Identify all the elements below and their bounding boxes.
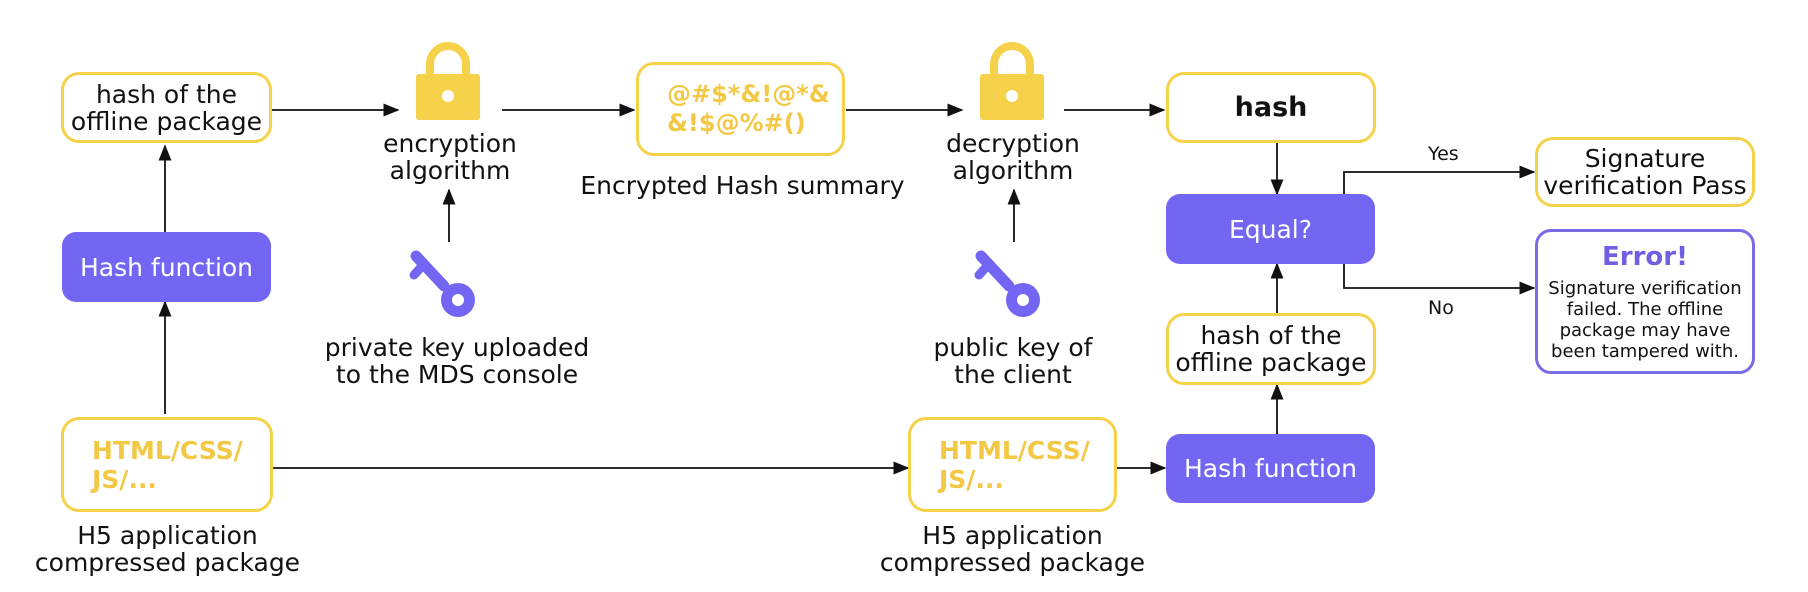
yes-label: Yes (1428, 143, 1459, 165)
encrypted-hash-summary-label: Encrypted Hash summary (580, 171, 905, 200)
decryption-algorithm-label: decryption algorithm (946, 129, 1080, 185)
private-key-label: private key uploaded to the MDS console (324, 333, 590, 389)
arrow-equal-yes (1343, 165, 1536, 194)
key-icon (974, 250, 1040, 317)
hash-offline-package-top-box: hash of the offline package (61, 72, 272, 143)
hash-function-left-box: Hash function (62, 232, 271, 302)
key-icon (409, 250, 475, 317)
public-key-label: public key of the client (933, 333, 1093, 389)
error-box: Error! Signature verification failed. Th… (1535, 229, 1755, 374)
hash-box: hash (1166, 72, 1376, 143)
h5-package-label-left: H5 application compressed package (34, 521, 301, 577)
no-label: No (1428, 297, 1454, 319)
error-title: Error! (1602, 241, 1688, 272)
hash-offline-package-right-box: hash of the offline package (1166, 313, 1376, 385)
html-css-js-left-box: HTML/CSS/ JS/... (61, 417, 273, 512)
encryption-algorithm-label: encryption algorithm (383, 129, 517, 185)
error-message: Signature verification failed. The offli… (1548, 277, 1742, 362)
signature-pass-box: Signature verification Pass (1535, 137, 1755, 207)
lock-icon (416, 42, 480, 120)
lock-icon (980, 42, 1044, 120)
equal-decision-box: Equal? (1166, 194, 1375, 264)
arrow-equal-no (1343, 264, 1536, 295)
hash-function-right-box: Hash function (1166, 434, 1375, 503)
html-css-js-right-box: HTML/CSS/ JS/... (908, 417, 1117, 512)
encrypted-hash-box: @#$*&!@*& &!$@%#() (636, 62, 845, 156)
h5-package-label-right: H5 application compressed package (879, 521, 1146, 577)
